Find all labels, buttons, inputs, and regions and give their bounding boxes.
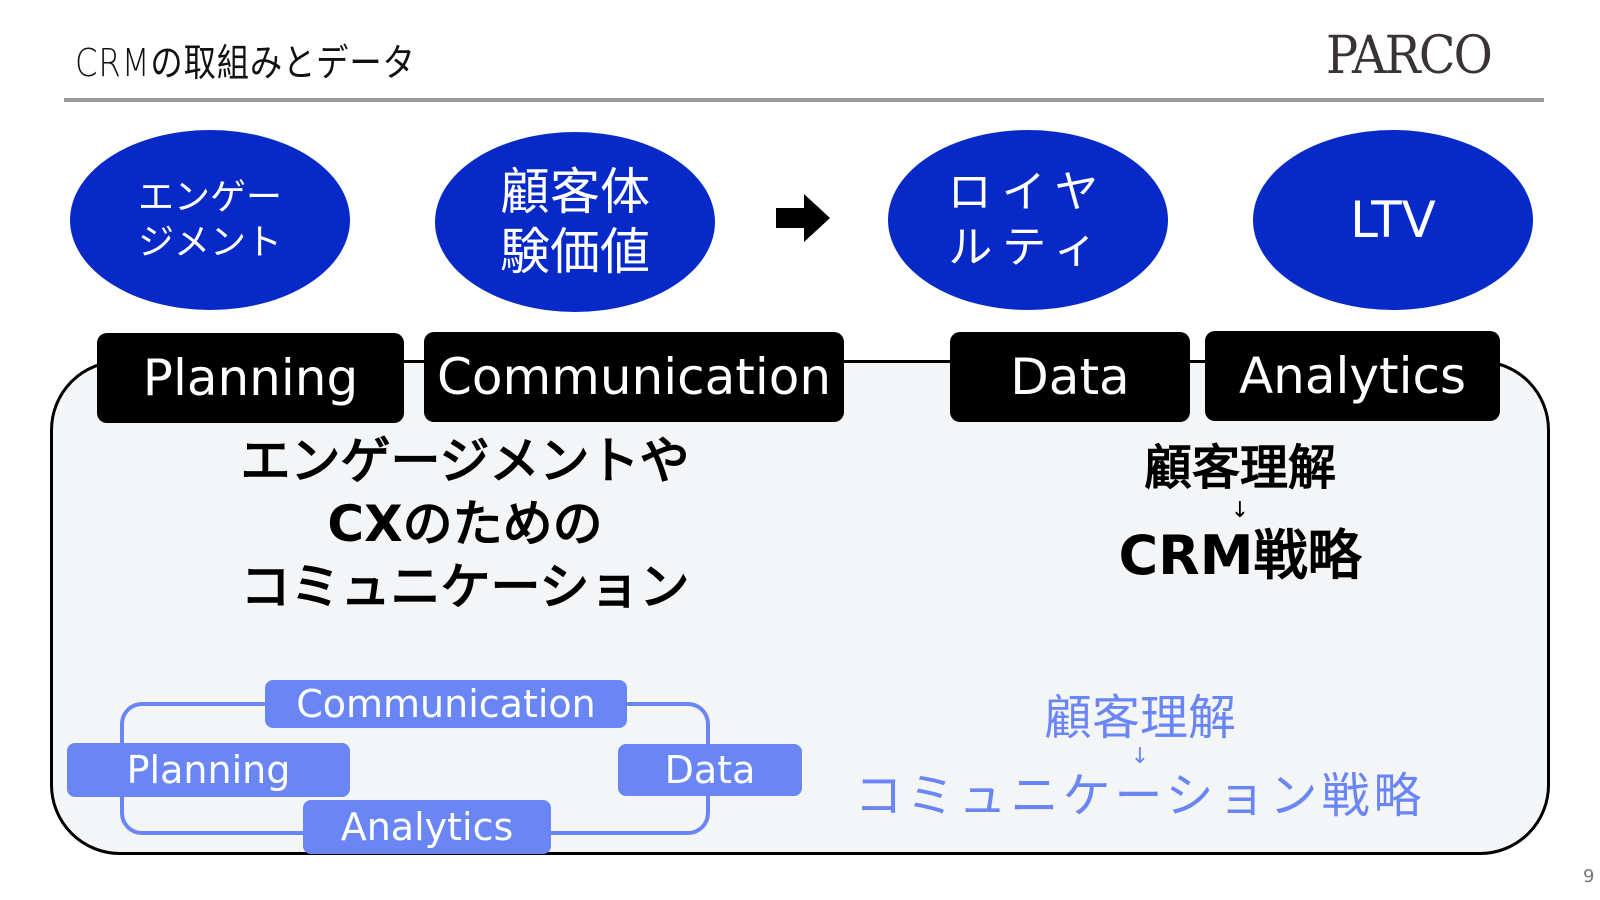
cycle-planning: Planning [67, 743, 350, 797]
communication-message: エンゲージメントや CXのための コミュニケーション [240, 432, 690, 616]
tag-planning: Planning [97, 333, 404, 423]
down-arrow-icon: ↓ [1230, 498, 1250, 523]
cycle-analytics: Analytics [303, 800, 551, 854]
circle-customer-experience-value: 顧客体 験価値 [435, 132, 715, 312]
title-divider [64, 98, 1544, 102]
tag-communication: Communication [424, 332, 844, 422]
circle-engagement: エンゲー ジメント [70, 130, 350, 310]
right-arrow-icon [776, 194, 830, 242]
communication-strategy-message: 顧客理解 ↓ コミュニケーション戦略 [820, 690, 1460, 824]
crm-strategy-text: CRM戦略 [1118, 524, 1362, 587]
tag-data: Data [950, 332, 1190, 422]
slide-title: CRMの取組みとデータ [75, 41, 416, 85]
cycle-data: Data [618, 744, 802, 796]
parco-logo: PARCO [1326, 26, 1493, 86]
page-number: 9 [1583, 866, 1595, 887]
down-arrow-blue-icon: ↓ [1130, 744, 1150, 769]
cycle-communication: Communication [265, 680, 627, 728]
crm-strategy-message: 顧客理解 ↓ CRM戦略 [1060, 440, 1420, 586]
customer-understanding-blue-text: 顧客理解 [1043, 690, 1236, 746]
customer-understanding-text: 顧客理解 [1143, 440, 1336, 496]
circle-ltv: LTV [1253, 130, 1533, 310]
communication-strategy-text: コミュニケーション戦略 [854, 768, 1426, 824]
circle-loyalty: ロイヤ ルティ [888, 130, 1168, 310]
tag-analytics: Analytics [1205, 331, 1500, 421]
